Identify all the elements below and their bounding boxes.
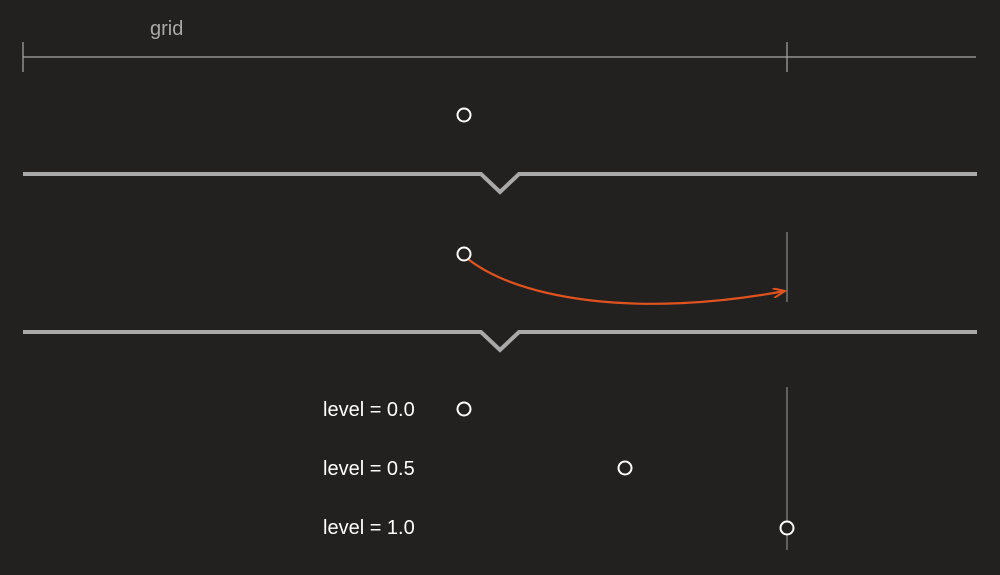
start-point bbox=[456, 107, 472, 123]
level-label: level = 0.0 bbox=[323, 399, 415, 421]
grid-ruler: grid bbox=[22, 18, 976, 72]
level-label: level = 1.0 bbox=[323, 517, 415, 539]
level-row: level = 1.0 bbox=[323, 517, 795, 539]
level-point bbox=[617, 460, 633, 476]
grid-label: grid bbox=[150, 18, 183, 40]
snap-arrow bbox=[467, 258, 785, 305]
divider-chevron-2 bbox=[23, 330, 977, 353]
moving-point bbox=[456, 246, 472, 262]
level-row: level = 0.0 bbox=[323, 399, 472, 421]
level-row: level = 0.5 bbox=[323, 458, 633, 480]
level-label: level = 0.5 bbox=[323, 458, 415, 480]
divider-chevron-1 bbox=[23, 172, 977, 195]
level-point bbox=[456, 401, 472, 417]
level-point bbox=[779, 520, 795, 536]
